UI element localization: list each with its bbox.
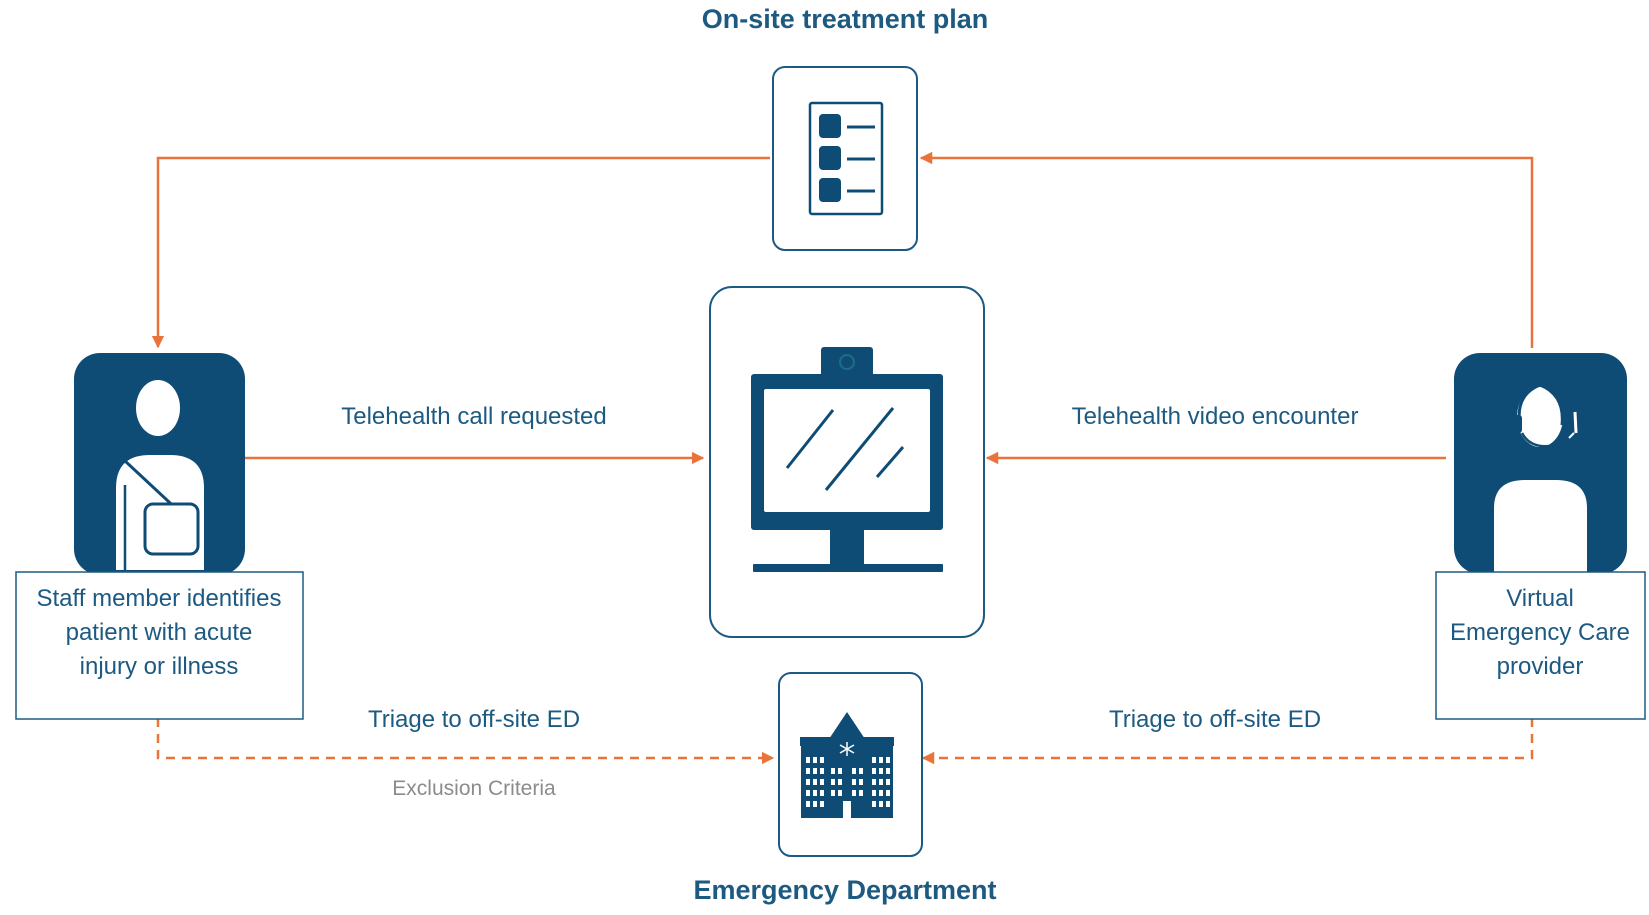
provider-description-box: Virtual Emergency Care provider	[1435, 571, 1646, 720]
treatment-plan-card	[772, 66, 918, 251]
injured-patient-icon	[116, 380, 204, 570]
staff-patient-tile	[74, 353, 245, 575]
arrows	[151, 151, 1534, 765]
arrow-provider-to-plan	[919, 151, 1534, 348]
headset-provider-icon	[1494, 383, 1587, 572]
arrow-plan-to-staff	[151, 156, 770, 349]
label-triage-left: Triage to off-site ED	[368, 706, 580, 733]
provider-line-1: Virtual	[1506, 585, 1574, 612]
hospital-icon	[800, 712, 894, 818]
label-triage-right: Triage to off-site ED	[1109, 706, 1321, 733]
provider-line-2: Emergency Care	[1450, 619, 1630, 646]
dashed-arrow-staff-to-ed	[156, 718, 775, 765]
staff-line-3: injury or illness	[80, 653, 239, 680]
checklist-icon	[808, 101, 884, 216]
staff-description-box: Staff member identifies patient with acu…	[15, 571, 304, 720]
provider-tile	[1454, 353, 1627, 574]
provider-line-3: provider	[1497, 653, 1584, 680]
video-monitor-icon	[751, 347, 943, 572]
dashed-arrow-provider-to-ed	[921, 718, 1534, 765]
label-video-encounter: Telehealth video encounter	[1072, 403, 1359, 430]
label-call-requested: Telehealth call requested	[341, 403, 607, 430]
emergency-department-card	[778, 672, 923, 857]
bottom-title: Emergency Department	[693, 875, 996, 905]
label-exclusion-criteria: Exclusion Criteria	[392, 777, 556, 800]
staff-line-2: patient with acute	[66, 619, 253, 646]
telehealth-monitor-card	[709, 286, 985, 638]
top-title: On-site treatment plan	[702, 4, 989, 34]
staff-line-1: Staff member identifies	[36, 585, 281, 612]
